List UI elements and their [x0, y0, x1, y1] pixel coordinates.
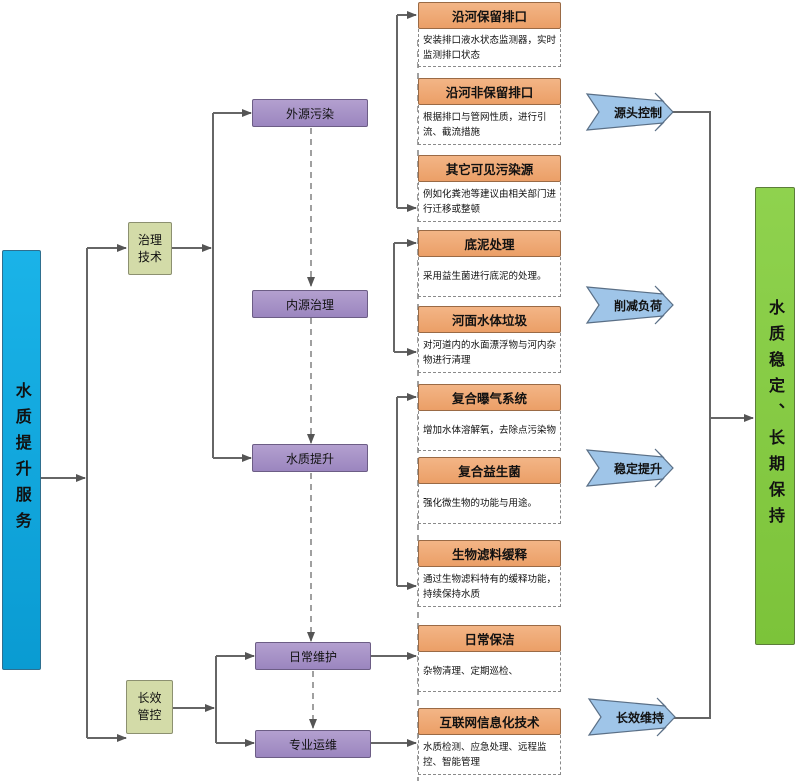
outcome-label: 稳定提升 [613, 461, 662, 476]
method-desc: 采用益生菌进行底泥的处理。 [418, 257, 561, 297]
method-title[interactable]: 其它可见污染源 [418, 155, 561, 182]
method-title[interactable]: 互联网信息化技术 [418, 708, 561, 735]
method-desc-text: 对河道内的水面漂浮物与河内杂物进行清理 [423, 339, 557, 366]
method-desc-text: 杂物清理、定期巡检、 [423, 666, 519, 677]
method-desc-text: 例如化粪池等建议由相关部门进行迁移或整顿 [423, 188, 557, 215]
step-internal[interactable]: 内源治理 [252, 290, 368, 318]
method-desc-text: 水质检测、应急处理、远程监控、智能管理 [423, 741, 547, 768]
connector-outcome-bus [672, 111, 711, 719]
step-label: 外源污染 [285, 106, 334, 121]
method-title-text: 沿河保留排口 [451, 9, 527, 24]
method-title-text: 复合曝气系统 [451, 391, 527, 406]
method-title[interactable]: 沿河非保留排口 [418, 78, 561, 105]
category-management[interactable]: 长效 管控 [126, 680, 173, 734]
method-desc: 杂物清理、定期巡检、 [418, 652, 561, 692]
method-title[interactable]: 底泥处理 [418, 230, 561, 257]
method-title[interactable]: 复合曝气系统 [418, 384, 561, 411]
method-title-text: 河面水体垃圾 [451, 313, 527, 328]
method-desc-text: 增加水体溶解氧，去除点污染物 [423, 425, 557, 436]
step-label: 日常维护 [288, 649, 337, 664]
method-desc: 强化微生物的功能与用途。 [418, 484, 561, 524]
arrow-shape-icon [587, 697, 676, 737]
method-title-text: 底泥处理 [464, 237, 515, 252]
step-label: 专业运维 [288, 737, 337, 752]
category-label-line1: 治理 [137, 232, 162, 247]
step-external[interactable]: 外源污染 [252, 99, 368, 127]
method-desc-text: 安装排口液水状态监测器，实时监测排口状态 [423, 34, 557, 61]
method-desc: 增加水体溶解氧，去除点污染物 [418, 411, 561, 451]
goal-label: 水质稳定、长期保持 [766, 299, 785, 533]
arrow-shape-icon [585, 285, 674, 325]
arrow-shape-icon [585, 448, 674, 488]
method-title[interactable]: 复合益生菌 [418, 457, 561, 484]
step-improve[interactable]: 水质提升 [252, 444, 368, 472]
step-label: 内源治理 [285, 297, 334, 312]
method-desc: 水质检测、应急处理、远程监控、智能管理 [418, 735, 561, 775]
category-label-line2: 技术 [137, 249, 162, 264]
outcome-label: 削减负荷 [613, 298, 662, 313]
method-title[interactable]: 生物滤料缓释 [418, 540, 561, 567]
method-desc: 根据排口与管网性质，进行引流、截流措施 [418, 105, 561, 145]
goal-node[interactable]: 水质稳定、长期保持 [755, 187, 795, 645]
method-desc-text: 采用益生菌进行底泥的处理。 [423, 271, 547, 282]
method-title-text: 复合益生菌 [458, 464, 521, 479]
method-title-text: 互联网信息化技术 [439, 715, 540, 730]
step-label: 水质提升 [285, 451, 334, 466]
method-desc-text: 根据排口与管网性质，进行引流、截流措施 [423, 111, 547, 138]
method-title[interactable]: 日常保洁 [418, 625, 561, 652]
method-desc-text: 通过生物滤料特有的缓释功能，持续保持水质 [423, 573, 557, 600]
arrow-shape-icon [585, 92, 674, 132]
method-title-text: 沿河非保留排口 [445, 85, 534, 100]
method-desc: 例如化粪池等建议由相关部门进行迁移或整顿 [418, 182, 561, 222]
method-title-text: 其它可见污染源 [445, 162, 534, 177]
outcome-label: 长效维持 [615, 710, 664, 725]
outcome-arrow[interactable]: 长效维持 [587, 697, 702, 737]
outcome-label: 源头控制 [613, 105, 662, 120]
method-desc: 通过生物滤料特有的缓释功能，持续保持水质 [418, 567, 561, 607]
method-title[interactable]: 沿河保留排口 [418, 2, 561, 29]
outcome-arrow[interactable]: 源头控制 [585, 92, 700, 132]
method-desc-text: 强化微生物的功能与用途。 [423, 498, 538, 509]
outcome-arrow[interactable]: 削减负荷 [585, 285, 700, 325]
method-desc: 对河道内的水面漂浮物与河内杂物进行清理 [418, 333, 561, 373]
method-desc: 安装排口液水状态监测器，实时监测排口状态 [418, 29, 561, 67]
method-title[interactable]: 河面水体垃圾 [418, 306, 561, 333]
step-professional[interactable]: 专业运维 [255, 730, 371, 758]
outcome-arrow[interactable]: 稳定提升 [585, 448, 700, 488]
root-label: 水质提升服务 [12, 382, 32, 538]
root-node[interactable]: 水质提升服务 [2, 250, 41, 670]
category-treatment[interactable]: 治理 技术 [128, 222, 172, 275]
step-daily[interactable]: 日常维护 [255, 642, 371, 670]
method-title-text: 日常保洁 [464, 632, 515, 647]
method-title-text: 生物滤料缓释 [451, 547, 527, 562]
category-label-line1: 长效 [137, 691, 162, 705]
category-label-line2: 管控 [137, 708, 162, 722]
